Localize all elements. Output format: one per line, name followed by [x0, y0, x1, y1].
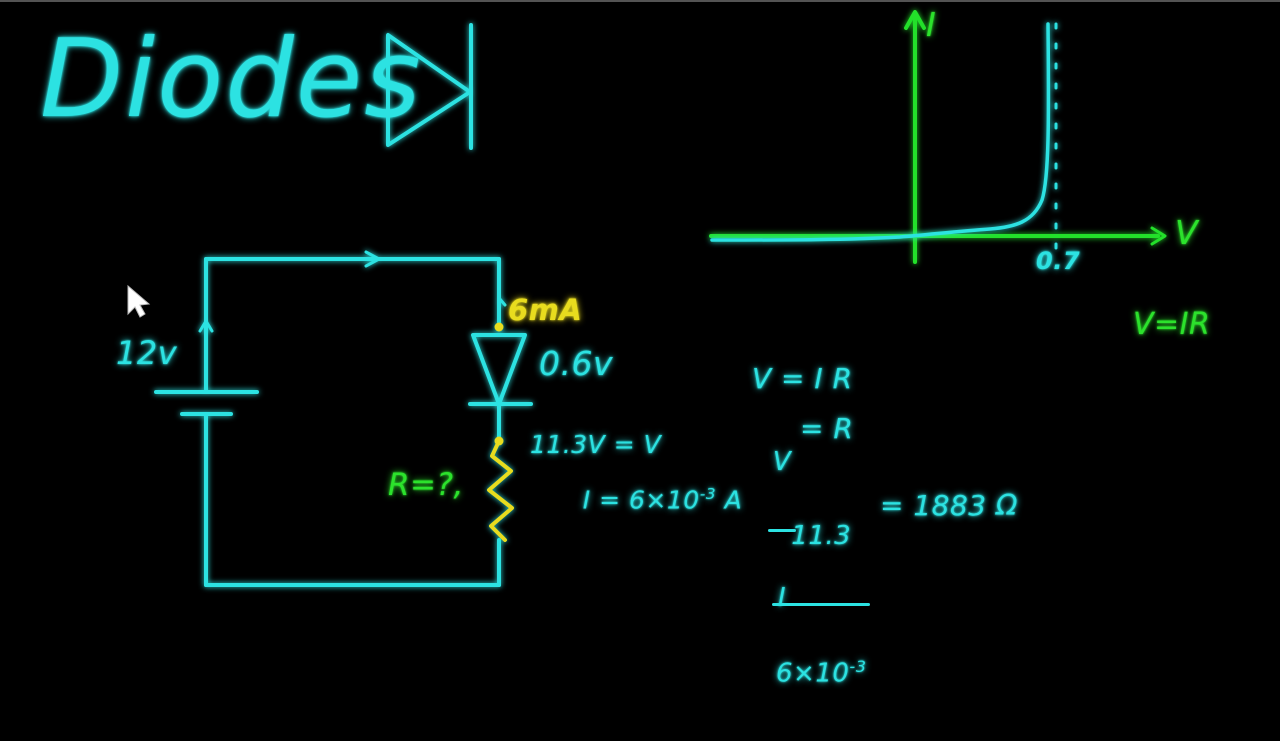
- resistor-voltage-label: 11.3V = V: [530, 430, 662, 459]
- diode-curve: [710, 22, 1058, 250]
- battery-voltage-label: 12v: [116, 334, 178, 372]
- formula-line-1: V = I R: [752, 362, 853, 395]
- formula-line-3-denominator: 6×10-3: [772, 657, 870, 689]
- formula-line-3-rhs: = 1883 Ω: [880, 489, 1018, 522]
- fraction-bar: [768, 529, 796, 532]
- formula-line-2-rhs: = R: [800, 412, 854, 445]
- node-dot-top: [494, 322, 504, 332]
- graph-y-axis-label: I: [926, 5, 937, 44]
- mouse-pointer: [127, 284, 151, 318]
- formula-line-3-numerator: 11.3: [791, 521, 852, 551]
- graph-x-axis-label: V: [1175, 213, 1199, 252]
- denominator-exponent: -3: [849, 657, 867, 676]
- formula-line-3-fraction: 11.3 6×10-3: [772, 471, 871, 739]
- formula-line-2-fraction: V I: [768, 397, 796, 663]
- current-value-suffix: A: [716, 485, 743, 515]
- fraction-bar-2: [772, 603, 871, 606]
- whiteboard-canvas: Diodes 12v 6mA 0.6v R=?, 11.3V = V I = 6…: [0, 0, 1280, 687]
- current-value-exponent: -3: [699, 485, 717, 503]
- current-label: 6mA: [508, 293, 583, 327]
- page-title: Diodes: [40, 17, 423, 142]
- current-value-label: I = 6×10-3 A: [549, 462, 742, 537]
- resistor-label: R=?,: [388, 467, 464, 503]
- iv-characteristic-graph: [709, 10, 1167, 264]
- diode-voltage-label: 0.6v: [539, 344, 614, 383]
- formula-line-2-denominator: I: [777, 583, 787, 613]
- ink-layer: [127, 10, 1167, 587]
- top-edge-strip: [0, 0, 1280, 2]
- graph-threshold-label: 0.7: [1036, 247, 1081, 275]
- diode-symbol: [386, 23, 473, 150]
- denominator-base: 6×10: [776, 658, 850, 689]
- formula-line-2-numerator: V: [772, 447, 792, 477]
- current-value-prefix: I = 6×10: [582, 485, 700, 515]
- ohms-law-green: V=IR: [1133, 307, 1211, 342]
- circuit-diagram: [154, 250, 533, 587]
